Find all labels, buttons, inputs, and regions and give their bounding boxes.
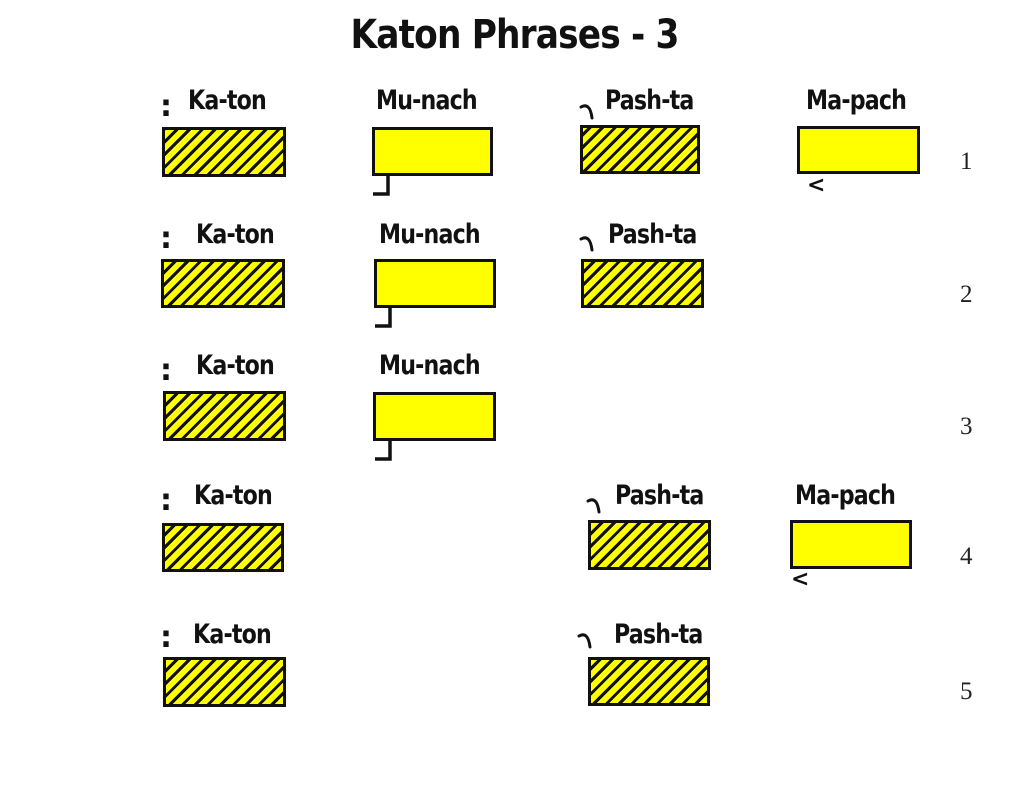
label-katon: Ka-ton xyxy=(196,350,275,381)
munach-mark-icon xyxy=(375,308,392,328)
row-number: 1 xyxy=(960,148,973,175)
label-munach: Mu-nach xyxy=(376,85,478,116)
label-katon: Ka-ton xyxy=(188,85,267,116)
pashta-box xyxy=(580,125,700,174)
row-number: 3 xyxy=(960,413,973,440)
mapach-mark-icon: < xyxy=(807,173,826,198)
mapach-mark-icon: < xyxy=(791,567,810,592)
katon-box xyxy=(162,523,284,572)
label-katon: Ka-ton xyxy=(194,480,273,511)
pashta-mark-icon xyxy=(577,633,592,649)
katon-mark-icon: : xyxy=(160,89,172,124)
katon-box xyxy=(162,127,286,177)
mapach-box xyxy=(797,126,920,174)
label-munach: Mu-nach xyxy=(379,219,481,250)
label-pashta: Pash-ta xyxy=(605,85,694,116)
munach-mark-icon xyxy=(375,441,392,461)
label-mapach: Ma-pach xyxy=(806,85,907,116)
katon-box xyxy=(161,259,285,308)
label-pashta: Pash-ta xyxy=(608,219,697,250)
row-number: 4 xyxy=(960,543,973,570)
label-munach: Mu-nach xyxy=(379,350,481,381)
katon-mark-icon: : xyxy=(160,353,172,388)
page-title: Katon Phrases - 3 xyxy=(350,12,679,58)
row-number: 5 xyxy=(960,678,973,705)
label-pashta: Pash-ta xyxy=(614,619,703,650)
label-mapach: Ma-pach xyxy=(795,480,896,511)
pashta-box xyxy=(588,657,710,706)
pashta-box xyxy=(581,259,704,308)
row-number: 2 xyxy=(960,281,973,308)
katon-mark-icon: : xyxy=(160,221,172,256)
munach-box xyxy=(373,392,496,441)
label-katon: Ka-ton xyxy=(193,619,272,650)
katon-mark-icon: : xyxy=(160,483,172,518)
label-pashta: Pash-ta xyxy=(615,480,704,511)
katon-box xyxy=(163,391,286,441)
pashta-mark-icon xyxy=(579,236,594,252)
label-katon: Ka-ton xyxy=(196,219,275,250)
pashta-mark-icon xyxy=(579,104,594,120)
pashta-box xyxy=(588,520,711,570)
katon-box xyxy=(163,657,286,707)
mapach-box xyxy=(790,520,912,569)
munach-box xyxy=(374,259,496,308)
munach-box xyxy=(372,127,493,176)
katon-mark-icon: : xyxy=(160,620,172,655)
munach-mark-icon xyxy=(373,176,390,196)
pashta-mark-icon xyxy=(586,498,601,514)
